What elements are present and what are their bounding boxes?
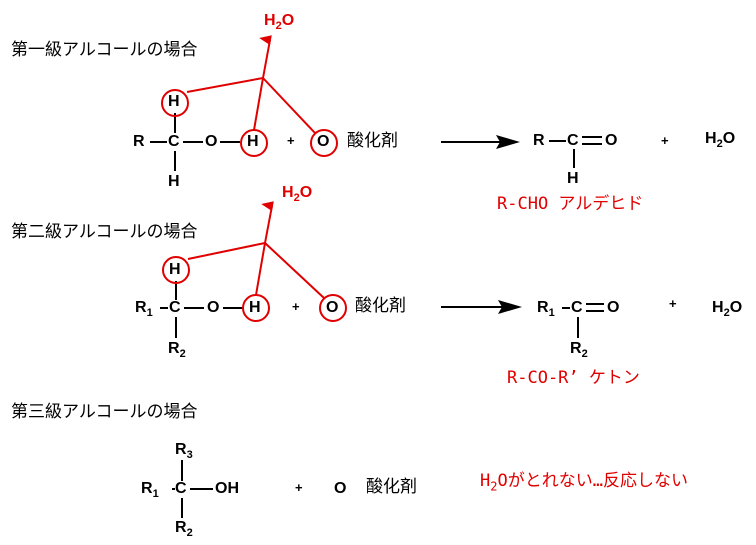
section2-o: O	[207, 299, 220, 316]
section2-product-r1: R1	[537, 299, 555, 320]
section2-product-label: R-CO-R’ ケトン	[507, 368, 640, 388]
section2-oxygen: O	[326, 299, 339, 316]
section3-no-reaction: H2Oがとれない…反応しない	[480, 471, 688, 494]
section1-red-lines	[161, 35, 338, 157]
section2-r2: R2	[168, 340, 186, 361]
section2-heading: 第二級アルコールの場合	[11, 222, 198, 242]
section2-water: H2O	[712, 299, 743, 320]
section1-plus: +	[287, 133, 295, 148]
section1-water: H2O	[705, 130, 736, 151]
section3-r2: R2	[175, 519, 193, 540]
section1-bonds	[150, 113, 240, 171]
section2-h-top: H	[169, 261, 181, 278]
section1-oxidant: 酸化剤	[347, 131, 398, 151]
section2-plus: +	[292, 299, 300, 314]
section2-reaction-arrow	[441, 300, 522, 314]
section1-c: C	[168, 133, 180, 150]
section2-product-bonds	[562, 303, 604, 338]
section3-bonds	[172, 460, 213, 518]
section1-o: O	[205, 133, 218, 150]
section2-product-r2: R2	[570, 340, 588, 361]
section1-product-r: R	[533, 132, 545, 149]
section1-product-c: C	[567, 132, 579, 149]
section3-plus: +	[295, 480, 303, 495]
section2-product-c: C	[571, 299, 583, 316]
section1-r: R	[133, 133, 145, 150]
section3-oh: OH	[215, 480, 239, 497]
section1-plus2: +	[661, 133, 669, 148]
section2-h-right: H	[249, 299, 261, 316]
section2-red-lines	[162, 201, 347, 322]
section1-reaction-arrow	[441, 135, 520, 149]
section2-bonds	[160, 281, 243, 338]
section3-oxidant: 酸化剤	[366, 477, 417, 497]
section1-product-h: H	[567, 170, 579, 187]
section1-h-top: H	[168, 93, 180, 110]
section1-oxygen: O	[317, 133, 330, 150]
section2-r1: R1	[135, 299, 153, 320]
section2-oxidant: 酸化剤	[355, 296, 406, 316]
section2-released-water: H2O	[282, 184, 313, 205]
section3-oxygen: O	[334, 480, 347, 497]
section2-product-o: O	[607, 299, 620, 316]
section1-product-bonds	[549, 136, 602, 168]
section3-heading: 第三級アルコールの場合	[11, 402, 198, 422]
section3-c: C	[175, 480, 187, 497]
section3-r3: R3	[175, 441, 193, 462]
section1-h-right: H	[247, 133, 259, 150]
section1-heading: 第一級アルコールの場合	[11, 40, 198, 60]
section2-plus2: +	[669, 296, 677, 311]
section1-h-bottom: H	[168, 173, 180, 190]
section3-r1: R1	[141, 480, 159, 501]
section1-product-o: O	[605, 132, 618, 149]
section1-released-water: H2O	[264, 12, 295, 33]
section1-product-label: R-CHO アルデヒド	[497, 194, 644, 214]
section2-c: C	[169, 299, 181, 316]
